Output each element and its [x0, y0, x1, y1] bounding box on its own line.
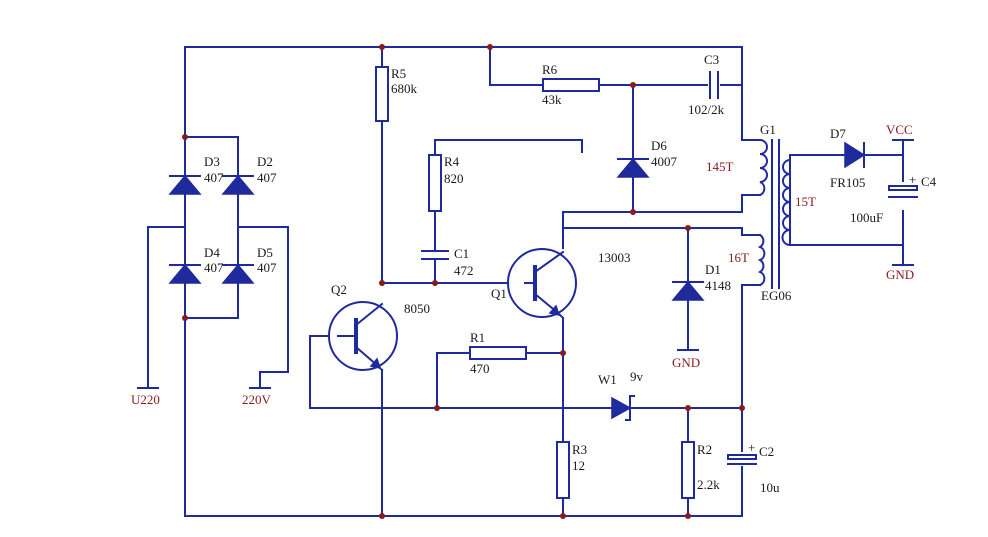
r1-ref: R1 — [470, 330, 485, 345]
resistor-r4: R4 820 — [428, 154, 464, 212]
c4-ref: C4 — [921, 174, 937, 189]
diode-d4: D4 407 — [168, 245, 224, 284]
d2-ref: D2 — [257, 154, 273, 169]
c2-ref: C2 — [759, 444, 774, 459]
diode-d5: D5 407 — [221, 245, 277, 284]
u220-label: U220 — [131, 392, 160, 407]
vcc-label: VCC — [886, 122, 913, 137]
resistor-r5: R5 680k — [375, 66, 418, 122]
capacitor-c1: C1 472 — [421, 210, 474, 278]
port-gnd-d1: GND — [672, 349, 700, 370]
resistor-r1: R1 470 — [469, 330, 527, 376]
c2-value: 10u — [760, 480, 780, 495]
r3-ref: R3 — [572, 442, 587, 457]
port-u220: U220 — [131, 387, 160, 407]
transistor-q2: Q2 8050 — [328, 282, 430, 372]
r4-value: 820 — [444, 171, 464, 186]
junctions — [182, 44, 745, 519]
c3-ref: C3 — [704, 52, 719, 67]
t1-ref: G1 — [760, 122, 776, 137]
diode-d3: D3 407 — [168, 154, 224, 195]
d3-value: 407 — [204, 170, 224, 185]
capacitor-c3: C3 102/2k — [688, 52, 725, 117]
c1-value: 472 — [454, 263, 474, 278]
capacitor-c4: + C4 100uF — [850, 172, 937, 225]
port-220v: 220V — [242, 387, 272, 407]
d5-ref: D5 — [257, 245, 273, 260]
d1-ref: D1 — [705, 262, 721, 277]
c3-value: 102/2k — [688, 102, 725, 117]
r5-ref: R5 — [391, 66, 406, 81]
d4-value: 407 — [204, 260, 224, 275]
d1-value: 4148 — [705, 278, 731, 293]
d6-ref: D6 — [651, 138, 667, 153]
d3-ref: D3 — [204, 154, 220, 169]
diode-d7: D7 FR105 — [830, 126, 865, 190]
r2-ref: R2 — [697, 442, 712, 457]
d5-value: 407 — [257, 260, 277, 275]
220v-label: 220V — [242, 392, 272, 407]
r1-value: 470 — [470, 361, 490, 376]
d6-value: 4007 — [651, 154, 678, 169]
t1-feedback-turns: 16T — [728, 250, 749, 265]
t1-secondary-turns: 15T — [795, 194, 816, 209]
resistor-r6: R6 43k — [542, 62, 600, 107]
diode-d1: D1 4148 — [671, 262, 731, 301]
port-vcc: VCC — [886, 122, 914, 141]
q2-value: 8050 — [404, 301, 430, 316]
q1-ref: Q1 — [491, 286, 507, 301]
transformer-g1: G1 145T 15T 16T EG06 — [706, 122, 816, 303]
resistor-r2: R2 2.2k — [681, 441, 720, 499]
diode-d6: D6 4007 — [616, 138, 678, 178]
r5-value: 680k — [391, 81, 418, 96]
d7-value: FR105 — [830, 175, 865, 190]
gnd-out-label: GND — [886, 267, 914, 282]
diode-d2: D2 407 — [221, 154, 277, 195]
r6-ref: R6 — [542, 62, 558, 77]
r2-value: 2.2k — [697, 477, 720, 492]
w1-value: 9v — [630, 369, 644, 384]
c1-ref: C1 — [454, 246, 469, 261]
q1-value: 13003 — [598, 250, 631, 265]
w1-ref: W1 — [598, 372, 617, 387]
r4-ref: R4 — [444, 154, 460, 169]
r6-value: 43k — [542, 92, 562, 107]
c4-value: 100uF — [850, 210, 883, 225]
c4-plus: + — [909, 172, 916, 187]
port-gnd-out: GND — [886, 264, 914, 282]
t1-primary-turns: 145T — [706, 159, 734, 174]
d2-value: 407 — [257, 170, 277, 185]
d7-ref: D7 — [830, 126, 846, 141]
t1-value: EG06 — [761, 288, 792, 303]
resistor-r3: R3 12 — [556, 441, 587, 499]
zener-w1: W1 9v — [598, 369, 644, 421]
c2-plus: + — [748, 440, 755, 455]
capacitor-c2: + C2 10u — [726, 440, 780, 495]
d4-ref: D4 — [204, 245, 220, 260]
q2-ref: Q2 — [331, 282, 347, 297]
gnd-d1-label: GND — [672, 355, 700, 370]
transistor-q1: Q1 13003 — [491, 248, 631, 320]
r3-value: 12 — [572, 458, 585, 473]
